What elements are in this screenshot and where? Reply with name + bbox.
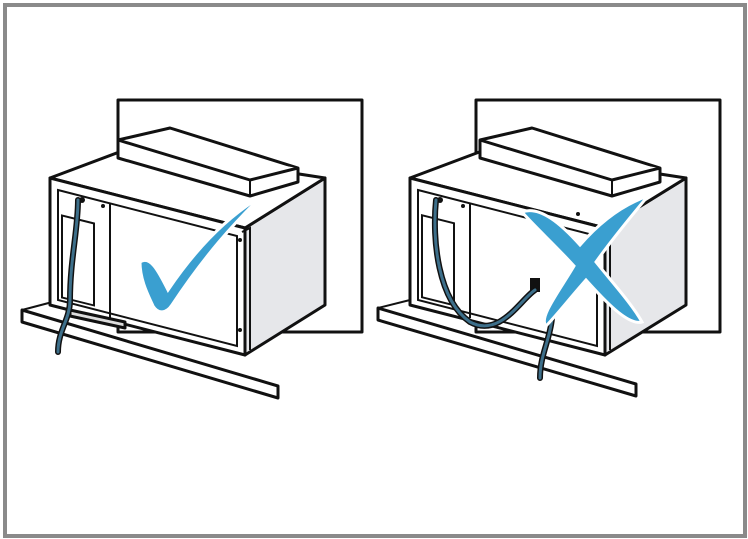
power-cable-correct	[55, 197, 81, 355]
top-box	[478, 126, 662, 198]
counter-shelf	[20, 299, 280, 400]
cross-mark-icon	[519, 192, 653, 329]
power-cable-incorrect	[431, 197, 555, 381]
panel-correct	[20, 98, 364, 400]
check-mark-icon	[138, 194, 264, 314]
top-box	[116, 126, 300, 198]
panel-incorrect	[376, 98, 722, 398]
socket	[530, 278, 540, 292]
